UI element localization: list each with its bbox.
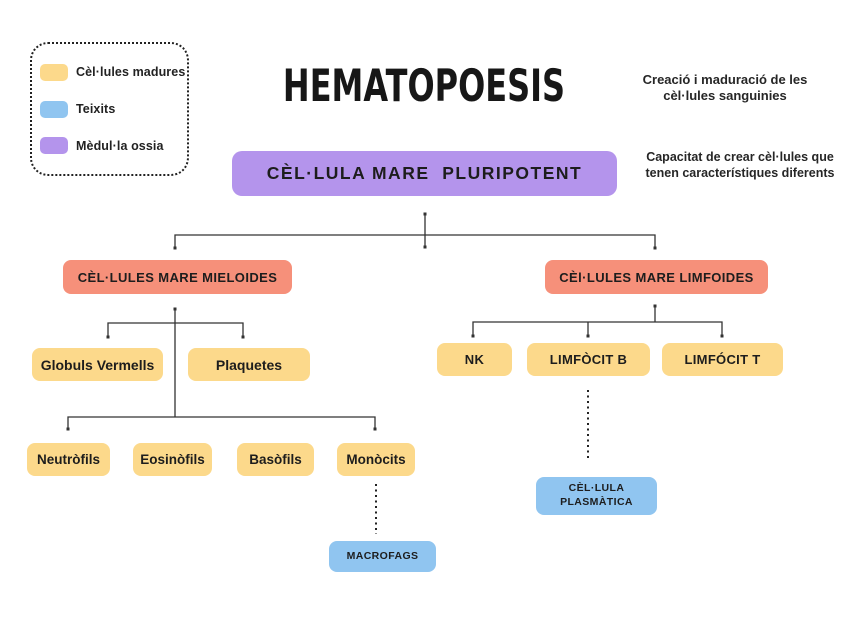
node-plaquetes: Plaquetes (188, 348, 310, 381)
page-title: HEMATOPOESIS (282, 60, 566, 112)
legend-item-cellules-madures: Cèl·lules madures (40, 63, 187, 81)
connector-root-branch (174, 234, 656, 247)
node-eosinofils: Eosinòfils (133, 443, 212, 476)
connector-solid-lines (67, 215, 723, 428)
node-cellula-mare-pluripotent: CÈL·LULA MARE PLURIPOTENT (232, 151, 617, 196)
legend-item-medulla-ossia: Mèdul·la ossia (40, 137, 187, 155)
node-neutrofils: Neutròfils (27, 443, 110, 476)
connector-dots (66, 212, 724, 431)
node-macrofags: MACROFAGS (329, 541, 436, 572)
node-limfocit-b: LIMFÒCIT B (527, 343, 650, 376)
node-globuls-vermells: Globuls Vermells (32, 348, 163, 381)
annotation-hematopoesis: Creació i maduració de les cèl·lules san… (642, 72, 808, 104)
node-limfocit-t: LIMFÓCIT T (662, 343, 783, 376)
legend: Cèl·lules madures Teixits Mèdul·la ossia (30, 42, 189, 176)
legend-swatch-blue (40, 100, 68, 118)
legend-swatch-purple (40, 137, 68, 155)
legend-label: Mèdul·la ossia (76, 138, 164, 153)
node-nk: NK (437, 343, 512, 376)
legend-label: Cèl·lules madures (76, 65, 186, 80)
node-cellules-mare-limfoides: CÈl·LULES MARE LIMFOIDES (545, 260, 768, 294)
node-monocits: Monòcits (337, 443, 415, 476)
node-basofils: Basòfils (237, 443, 314, 476)
connector-limfoides-branch (472, 321, 723, 335)
connector-mieloides-branch1 (107, 322, 244, 336)
node-cellula-plasmatica: CÈL·LULA PLASMÀTICA (536, 477, 657, 515)
legend-item-teixits: Teixits (40, 100, 187, 118)
connector-dotted-lines (375, 390, 589, 534)
legend-label: Teixits (76, 102, 116, 116)
annotation-pluripotent: Capacitat de crear cèl·lules que tenen c… (645, 150, 835, 180)
legend-swatch-yellow (40, 63, 68, 81)
node-cellules-mare-mieloides: CÈL·LULES MARE MIELOIDES (63, 260, 292, 294)
connector-mieloides-branch2 (67, 416, 376, 428)
